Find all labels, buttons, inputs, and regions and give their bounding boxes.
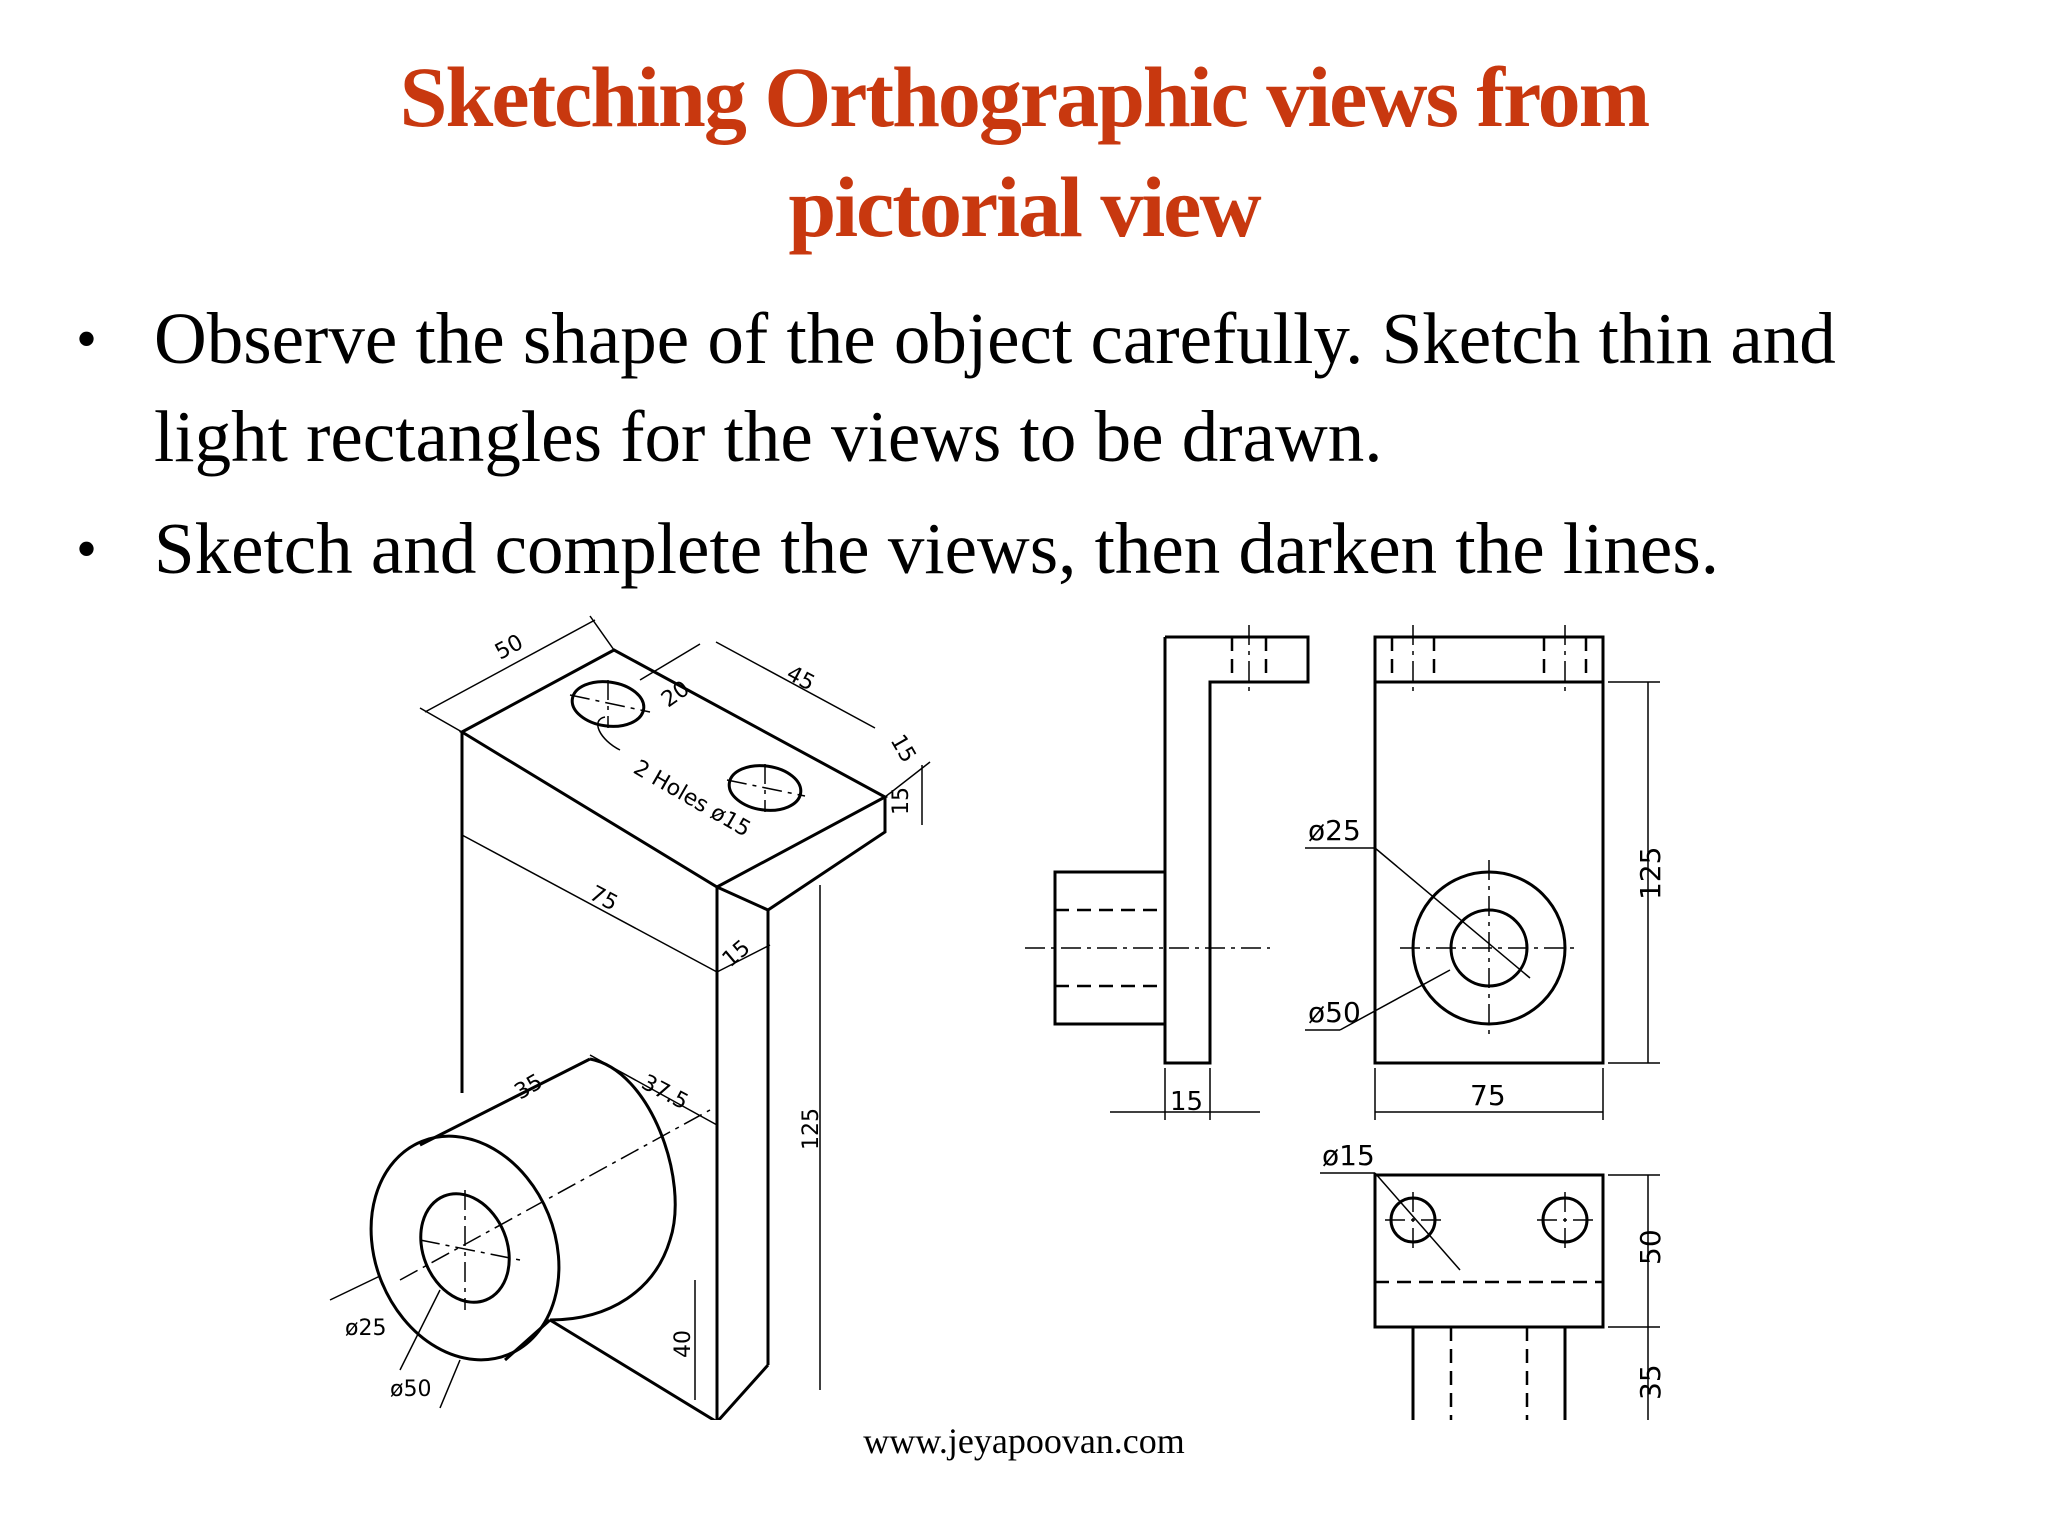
- dim-37-5: 37.5: [637, 1070, 692, 1115]
- bullet-item: • Sketch and complete the views, then dar…: [72, 500, 1972, 598]
- footer-url: www.jeyapoovan.com: [863, 1421, 1185, 1461]
- boss-front-outer: [369, 1134, 561, 1362]
- bullet-dot-icon: •: [76, 516, 98, 582]
- pictorial-view: 50 45 20 15 15 2 Holes ø15 75 15 37.5 35…: [329, 615, 931, 1420]
- dim-15-top: 15: [885, 731, 921, 768]
- dim-45: 45: [782, 661, 818, 696]
- title-line-1: Sketching Orthographic views from: [399, 49, 1651, 145]
- front-view: ø25 ø50 125 75: [1305, 625, 1667, 1120]
- dim-125: 125: [799, 1108, 824, 1150]
- front-dim-125: 125: [1634, 847, 1667, 900]
- dim-75: 75: [585, 881, 621, 916]
- dim-20: 20: [657, 676, 694, 713]
- dim-35: 35: [511, 1070, 548, 1106]
- bullet-list: • Observe the shape of the object careful…: [72, 290, 1972, 612]
- dim-15-side: 15: [889, 787, 914, 815]
- side-view: 15: [1025, 625, 1310, 1120]
- top-dim-35: 35: [1634, 1364, 1667, 1400]
- boss-front-inner: [419, 1192, 511, 1304]
- title-line-2: pictorial view: [788, 159, 1261, 255]
- dim-40: 40: [671, 1330, 696, 1358]
- boss-bottom-edge: [504, 1318, 551, 1362]
- side-dim-15: 15: [1170, 1087, 1203, 1117]
- top-dim-50: 50: [1634, 1229, 1667, 1265]
- bullet-dot-icon: •: [76, 306, 98, 372]
- bullet-text: Observe the shape of the object carefull…: [154, 298, 1836, 477]
- dia-25-label: ø25: [345, 1316, 386, 1341]
- front-dim-75: 75: [1470, 1079, 1506, 1112]
- right-face-upper: [716, 797, 887, 912]
- dia-50-label: ø50: [390, 1377, 431, 1402]
- bullet-text: Sketch and complete the views, then dark…: [154, 508, 1719, 589]
- boss-back-arc: [549, 1057, 677, 1322]
- top-dia-15: ø15: [1322, 1139, 1375, 1172]
- bullet-item: • Observe the shape of the object careful…: [72, 290, 1972, 486]
- front-dia-25: ø25: [1308, 814, 1361, 847]
- pictorial-centerlines: [399, 680, 806, 1310]
- hole-1: [570, 680, 646, 728]
- pictorial-dimension-lines: [329, 615, 931, 1409]
- hole-2: [727, 764, 803, 812]
- front-dia-50: ø50: [1308, 996, 1361, 1029]
- boss-top-edge: [419, 1057, 591, 1147]
- slide-title: Sketching Orthographic views from pictor…: [0, 42, 2048, 262]
- engineering-drawing: 50 45 20 15 15 2 Holes ø15 75 15 37.5 35…: [329, 615, 1667, 1420]
- dim-15-plate: 15: [718, 935, 756, 972]
- bottom-edge: [549, 1318, 770, 1420]
- top-view: ø15 50 35: [1320, 1139, 1667, 1420]
